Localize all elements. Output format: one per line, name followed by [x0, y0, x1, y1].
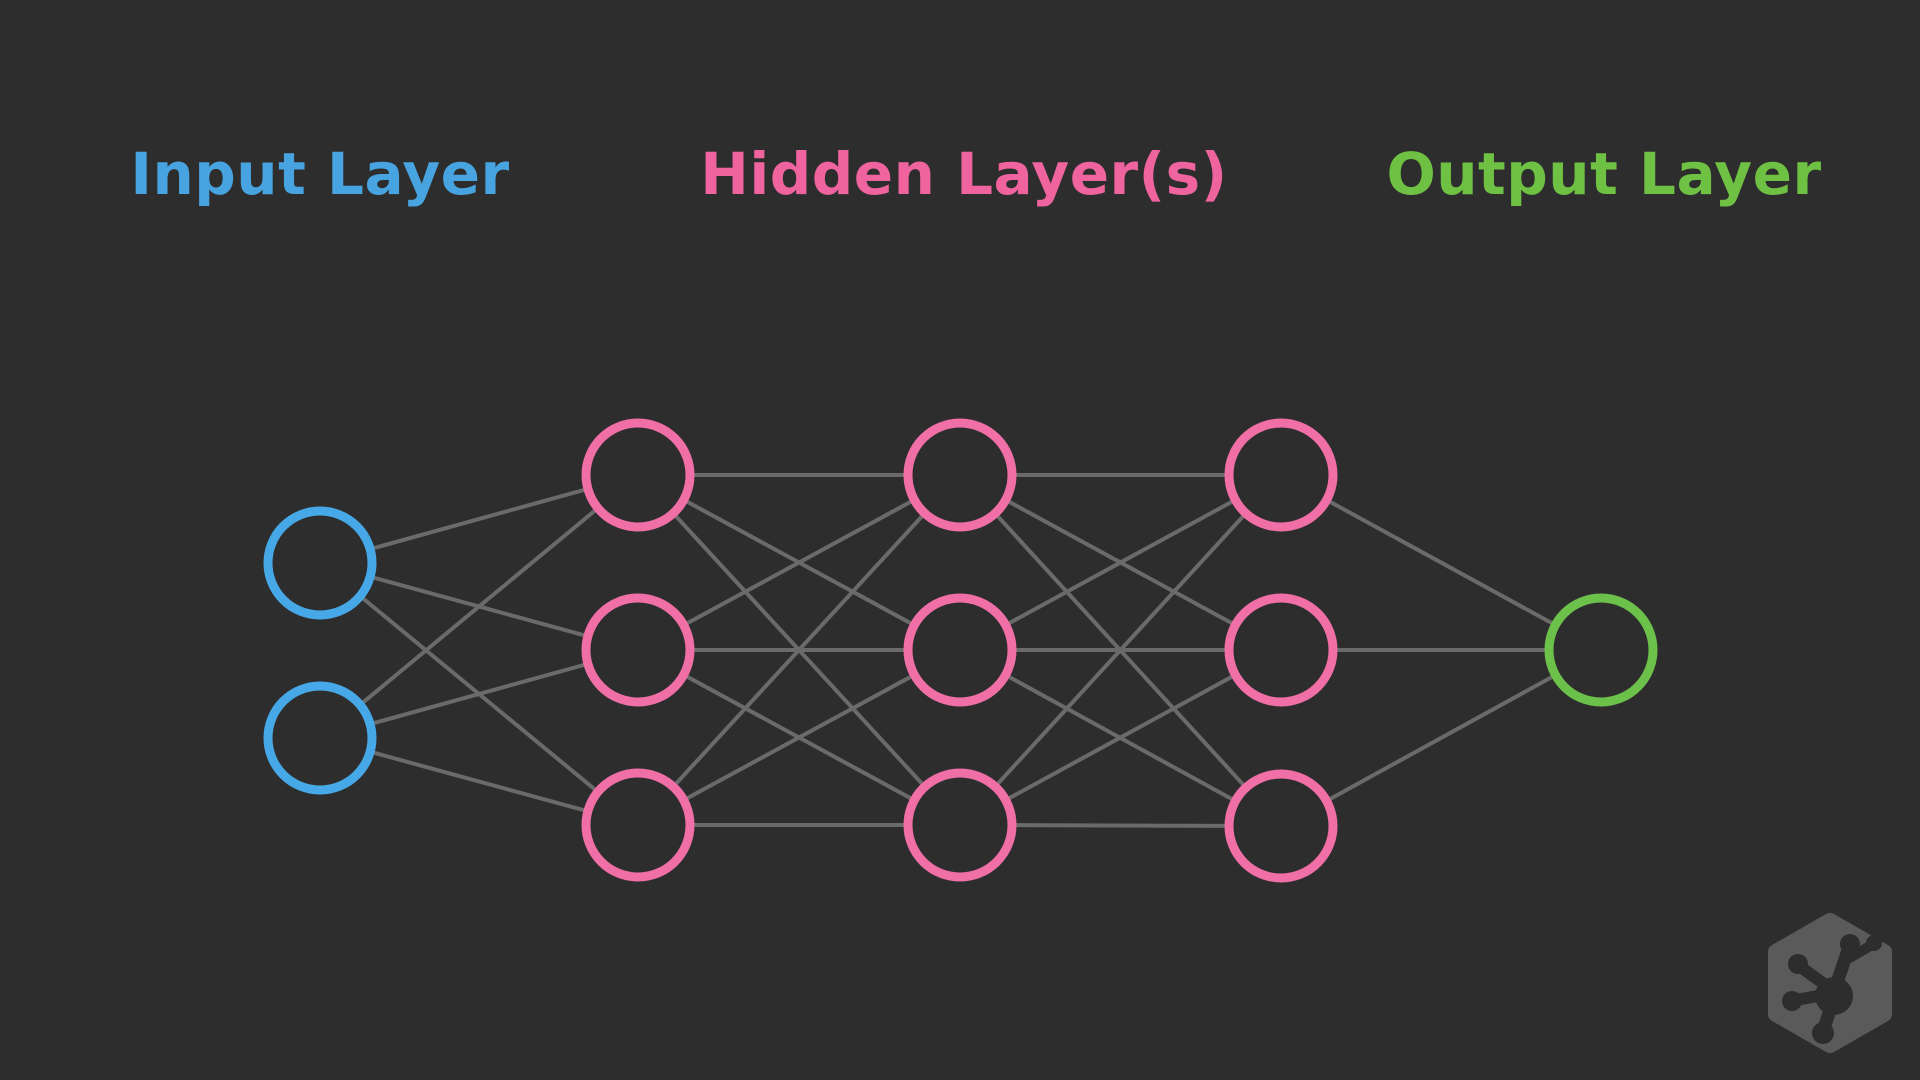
hidden-layer-3-node-3: [1224, 769, 1338, 883]
edge-hidden-layer-3-1-to-output-layer-1: [1280, 473, 1602, 652]
edge-input-layer-2-to-hidden-layer-1-1: [318, 473, 640, 740]
hidden-layer-1-node-3: [581, 768, 695, 882]
hidden-layer-2-node-3: [903, 768, 1017, 882]
hidden-layer-label: Hidden Layer(s): [700, 140, 1228, 208]
hidden-layer-3-node-1: [1224, 418, 1338, 532]
treehouse-logo: [1762, 912, 1898, 1054]
edge-hidden-layer-2-3-to-hidden-layer-3-2: [959, 648, 1282, 827]
input-layer-node-2: [263, 681, 377, 795]
hidden-layer-2-node-2: [903, 593, 1017, 707]
frog-footprint-badge-icon: [1768, 913, 1892, 1053]
output-layer-label: Output Layer: [1386, 140, 1822, 208]
edge-hidden-layer-2-3-to-hidden-layer-3-1: [958, 473, 1283, 827]
edge-hidden-layer-3-3-to-output-layer-1: [1280, 648, 1602, 828]
edge-hidden-layer-2-2-to-hidden-layer-3-1: [959, 473, 1282, 652]
edge-hidden-layer-1-3-to-hidden-layer-2-2: [637, 648, 961, 827]
hidden-layer-1-node-2: [581, 593, 695, 707]
output-layer-node-1: [1544, 593, 1658, 707]
edge-hidden-layer-1-2-to-hidden-layer-2-1: [637, 473, 961, 652]
nodes-group: [263, 418, 1658, 883]
input-layer-label: Input Layer: [130, 140, 510, 208]
hidden-layer-2-node-1: [903, 418, 1017, 532]
edge-hidden-layer-1-3-to-hidden-layer-2-1: [636, 473, 962, 827]
hidden-layer-3-node-2: [1224, 593, 1338, 707]
hidden-layer-1-node-1: [581, 418, 695, 532]
input-layer-node-1: [263, 506, 377, 620]
